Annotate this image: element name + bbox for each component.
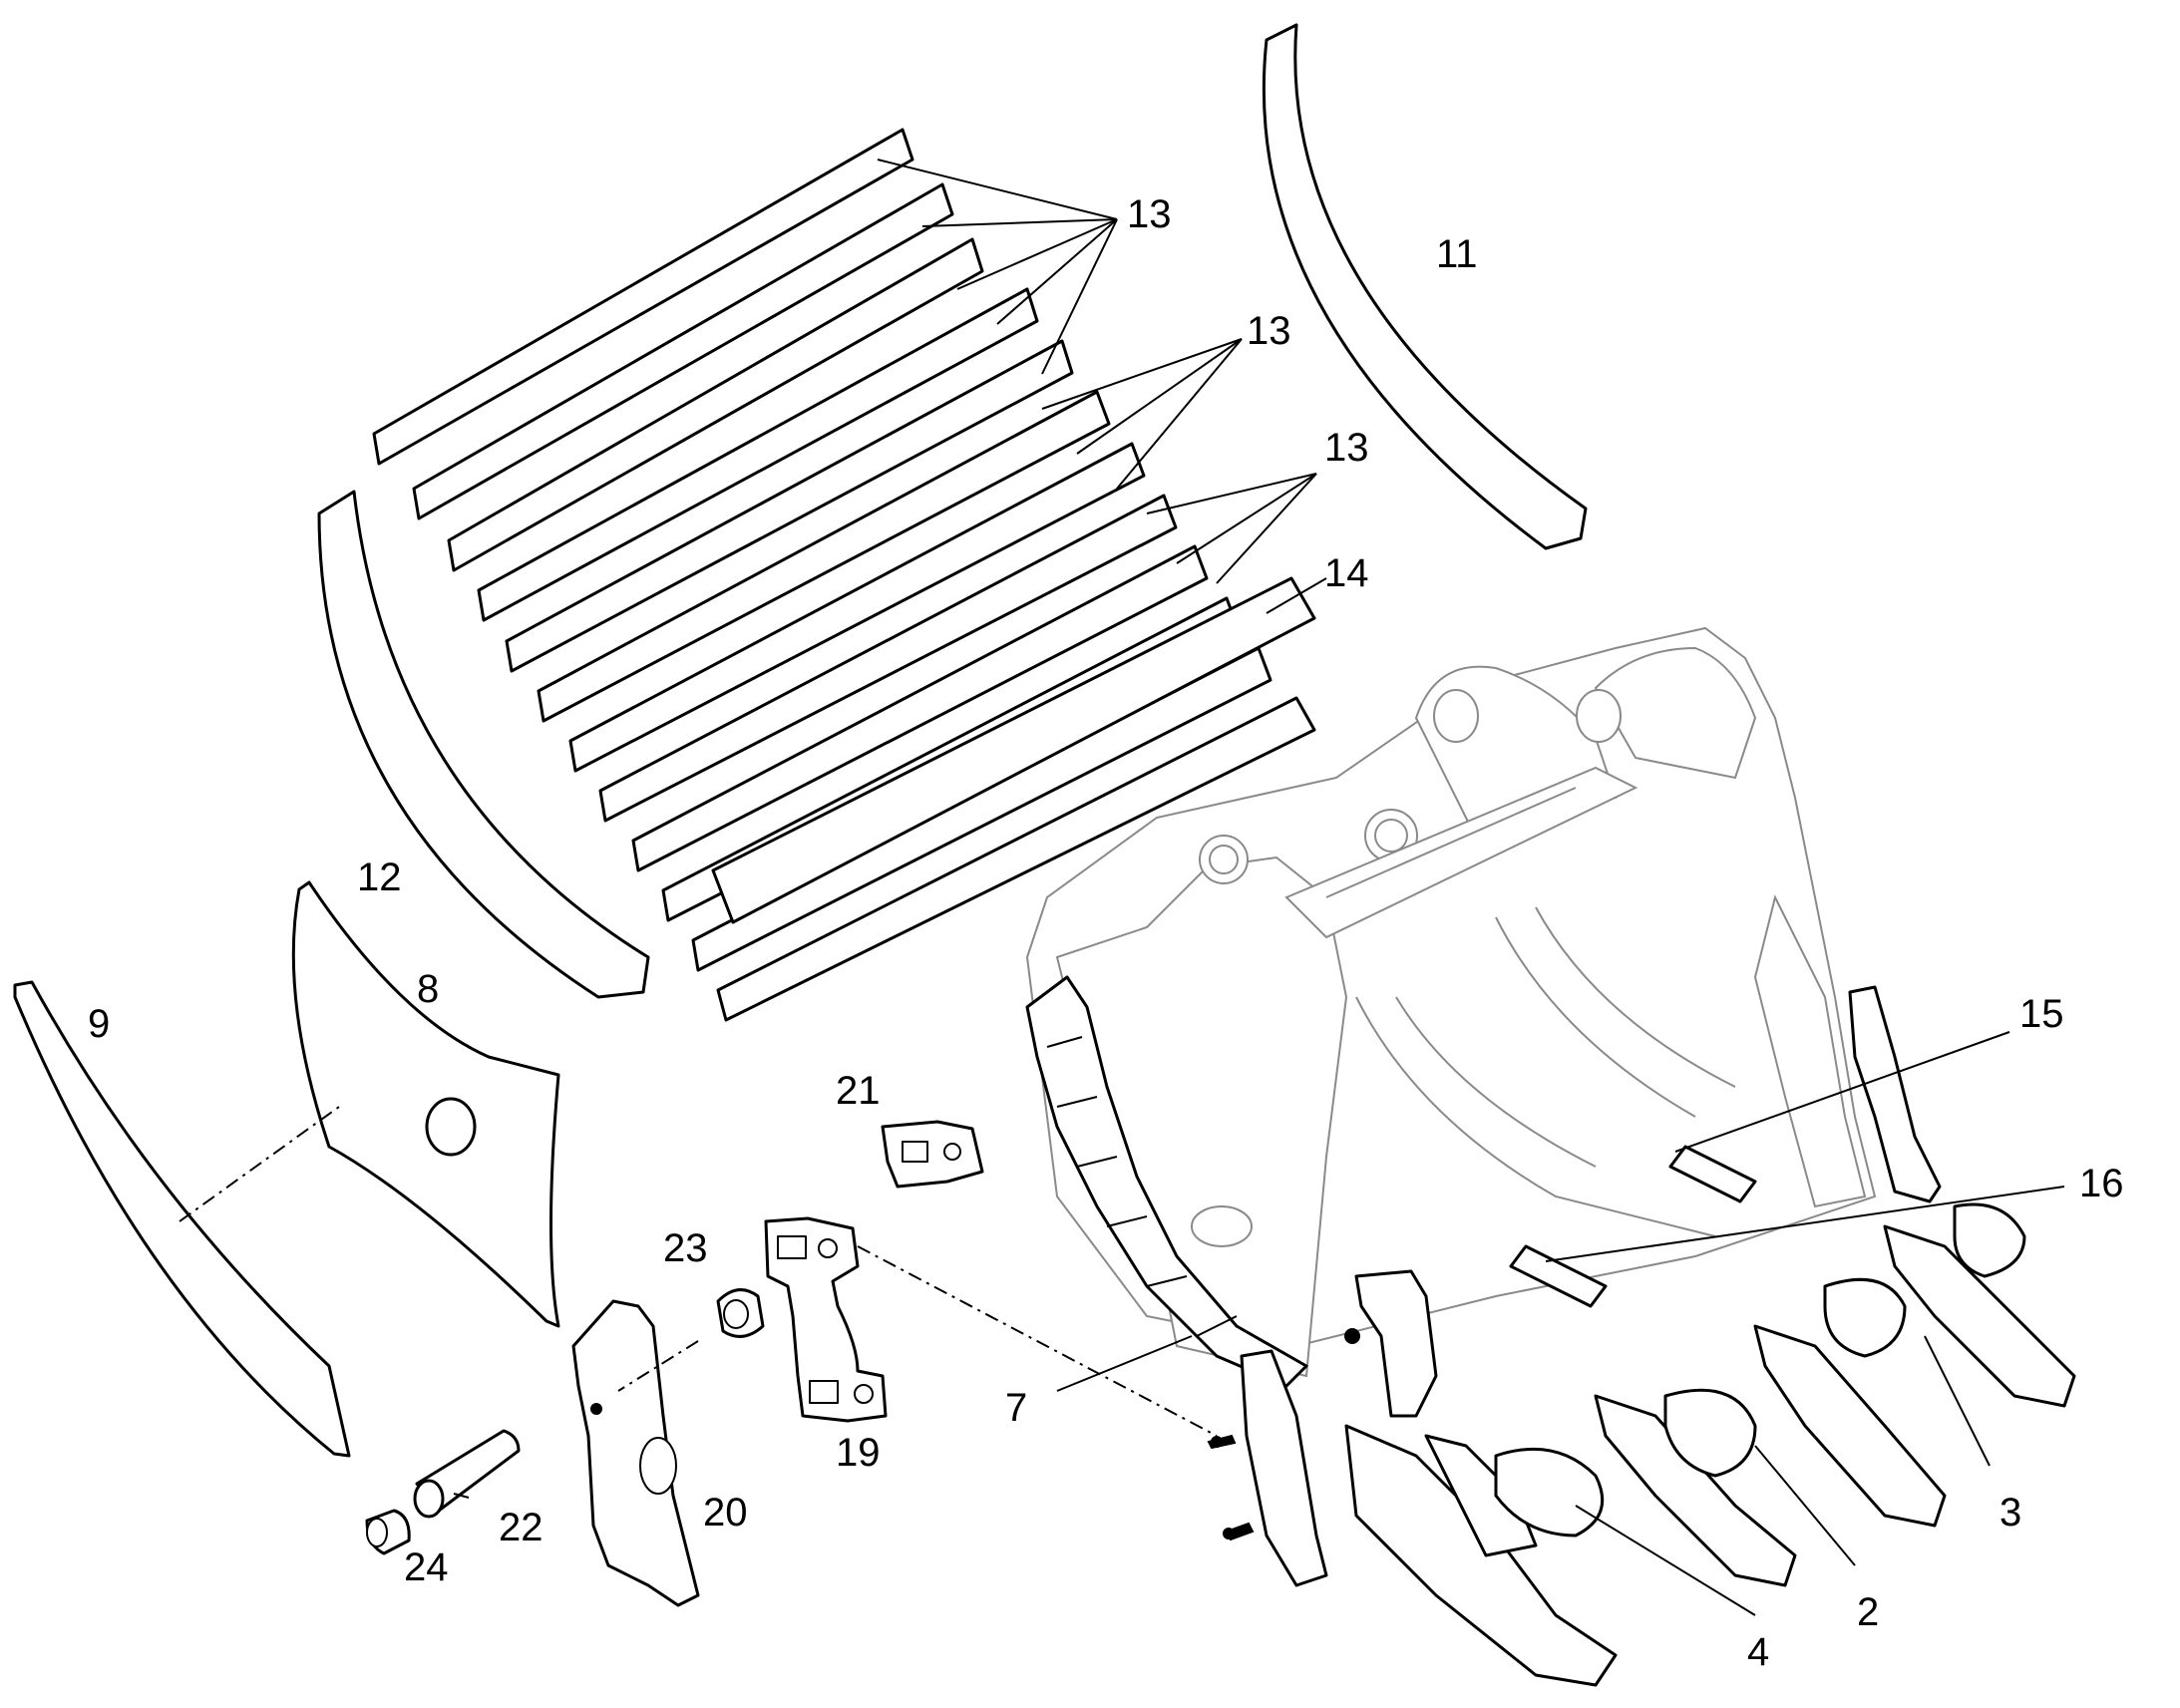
clip-21 — [881, 1120, 984, 1189]
side-guard-20 — [571, 1299, 700, 1607]
bucket-clip-installed — [1354, 1269, 1438, 1418]
callout-3: 3 — [1999, 1491, 2021, 1535]
alignment-line-23-20 — [617, 1340, 699, 1392]
callout-13-lower: 13 — [1324, 426, 1369, 470]
side-plate-8-hole — [425, 1097, 477, 1157]
callout-19: 19 — [836, 1431, 881, 1475]
callout-11: 11 — [1436, 232, 1478, 276]
leader-lines — [877, 159, 2065, 1616]
callout-4: 4 — [1747, 1630, 1769, 1674]
alignment-line-19 — [857, 1245, 1218, 1437]
callout-2: 2 — [1857, 1590, 1879, 1634]
callout-labels: 13 13 13 14 11 12 8 9 21 23 19 7 22 20 2… — [88, 192, 2124, 1674]
callout-9: 9 — [88, 1002, 110, 1046]
callout-22: 22 — [499, 1506, 544, 1549]
wear-strip-16 — [1509, 1244, 1608, 1308]
alignment-line-9-8 — [179, 1106, 340, 1222]
bucket-side-guard-left — [1211, 1349, 1328, 1587]
wear-plate-stack — [372, 128, 1316, 1022]
callout-23: 23 — [663, 1226, 708, 1270]
bolts — [1207, 1434, 1255, 1541]
callout-8: 8 — [417, 967, 439, 1011]
side-strip-12 — [317, 490, 650, 999]
callout-13-middle: 13 — [1247, 309, 1291, 353]
bucket-teeth — [1344, 1202, 2076, 1687]
callout-24: 24 — [404, 1545, 449, 1589]
nut-23 — [716, 1288, 765, 1338]
callout-20: 20 — [703, 1491, 748, 1535]
callout-21: 21 — [836, 1069, 881, 1113]
callout-12: 12 — [357, 855, 402, 899]
callout-7: 7 — [1005, 1386, 1027, 1430]
callout-16: 16 — [2079, 1162, 2124, 1205]
callout-15: 15 — [2019, 992, 2064, 1036]
plug-24 — [365, 1509, 411, 1555]
side-cutter-edge — [1025, 975, 1308, 1388]
bracket-19 — [764, 1216, 888, 1423]
wear-strip-15 — [1668, 1145, 1757, 1203]
side-strip-11 — [1262, 23, 1588, 550]
side-plate-8 — [291, 880, 560, 1328]
callout-13-top: 13 — [1127, 192, 1172, 236]
bucket-side-guard-right — [1848, 985, 1942, 1203]
callout-14: 14 — [1324, 551, 1369, 595]
pin-sleeve-22 — [413, 1429, 521, 1519]
bucket-body — [1025, 626, 1877, 1378]
